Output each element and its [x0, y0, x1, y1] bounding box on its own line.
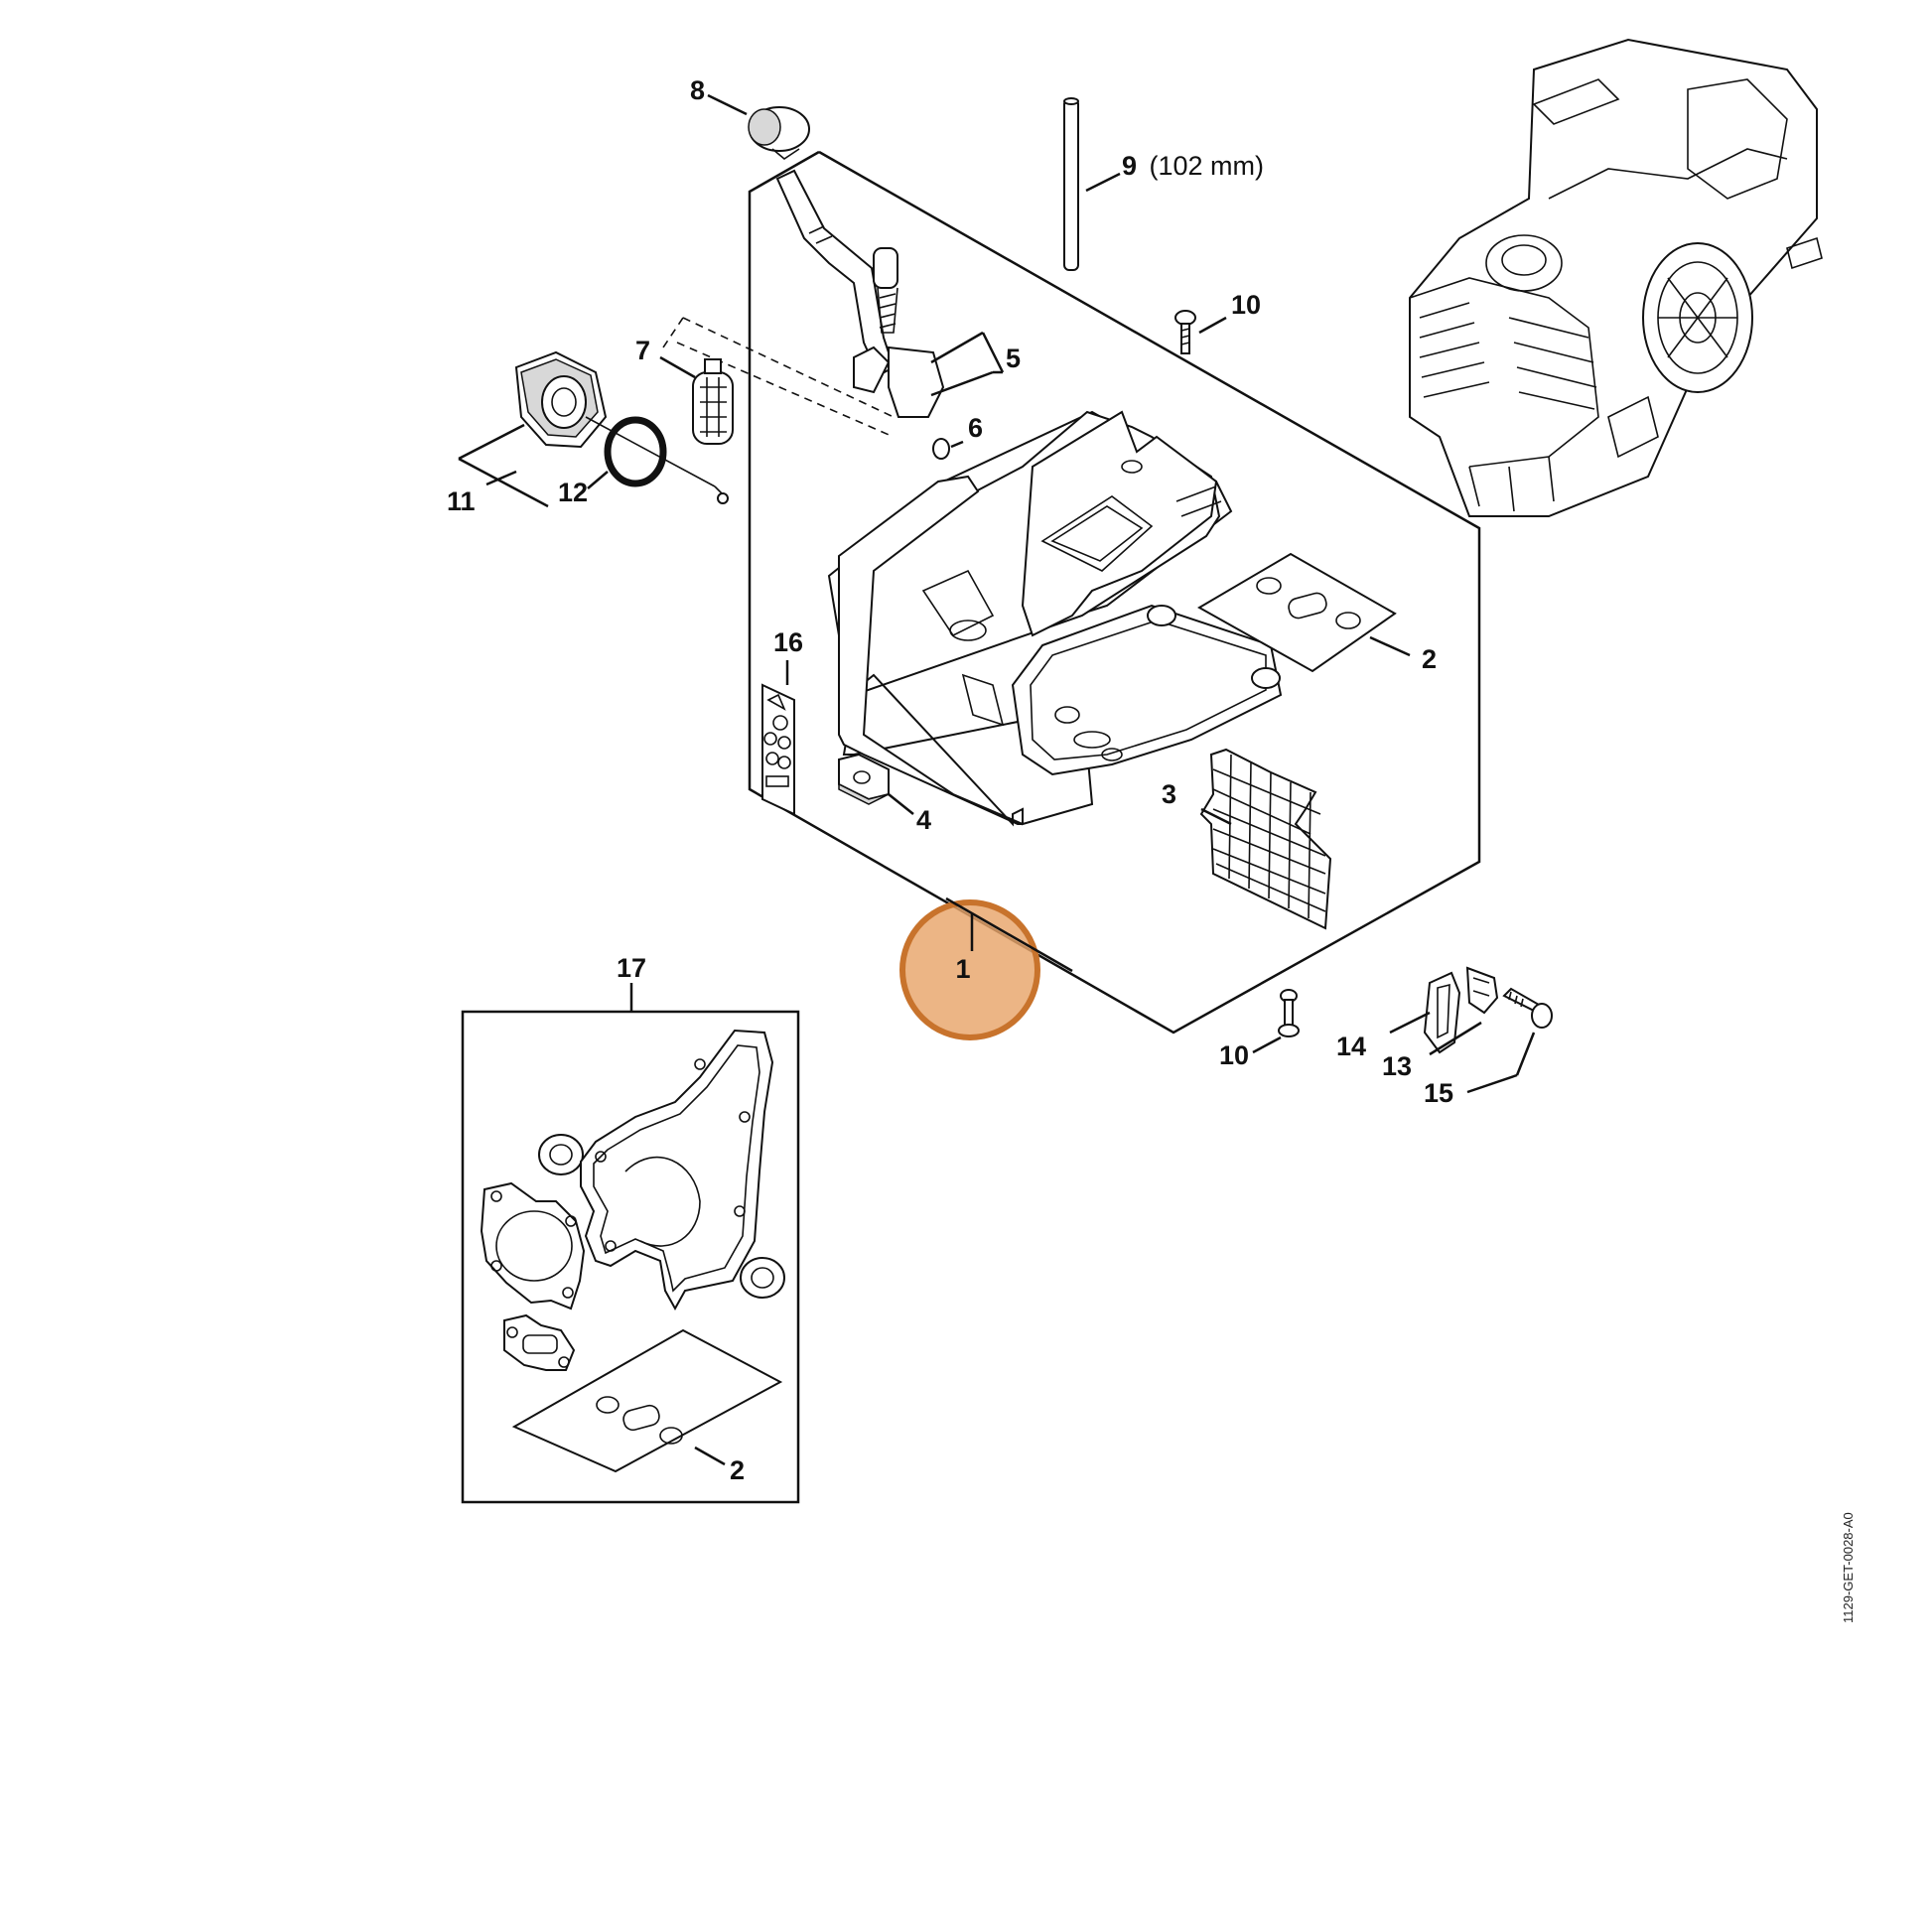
part-16-warning-label: [761, 660, 795, 816]
part-15-screw: [1466, 987, 1553, 1094]
part-labels: 1 2 2 3 4 5 6 7 8 9 (102 mm) 10 10 11 12…: [447, 75, 1856, 1623]
part-2-gasket-upper: [1196, 552, 1411, 673]
label-part-8: 8: [690, 75, 705, 105]
label-part-2-lower: 2: [730, 1455, 745, 1485]
label-part-4: 4: [916, 805, 931, 835]
part-9-hose: [1063, 97, 1121, 271]
part-17-gasket-set: [461, 983, 800, 1504]
document-id: 1129-GET-0028-A0: [1841, 1512, 1856, 1623]
part-7-fuel-filter: [659, 317, 895, 445]
part-13-clip: [1429, 966, 1499, 1056]
label-part-9: 9 (102 mm): [1122, 151, 1264, 181]
label-part-11: 11: [447, 486, 476, 516]
part-6-fitting: [932, 438, 964, 460]
label-part-6: 6: [968, 413, 983, 443]
label-part-12: 12: [558, 478, 588, 507]
part-4-plate: [838, 753, 914, 815]
crankcase-frame: [748, 150, 1481, 1035]
label-part-13: 13: [1382, 1051, 1412, 1081]
highlight-circle: [899, 897, 1073, 1040]
label-part-14: 14: [1336, 1032, 1366, 1061]
part-3-mesh-plate: [1199, 748, 1332, 930]
part-14-bracket: [1389, 971, 1461, 1054]
part-10-screw-lower: [1252, 989, 1300, 1054]
part-1-crankcase: [827, 410, 1283, 827]
part-11-oil-pump: [458, 350, 729, 508]
label-part-7: 7: [635, 336, 650, 365]
part-8-grommet: [707, 93, 810, 160]
label-part-10-lower: 10: [1219, 1040, 1249, 1070]
label-part-15: 15: [1424, 1078, 1453, 1108]
part-10-screw-upper: [1174, 310, 1227, 354]
label-part-1: 1: [955, 954, 970, 984]
label-part-17: 17: [617, 953, 646, 983]
label-part-16: 16: [773, 627, 803, 657]
label-part-10-upper: 10: [1231, 290, 1261, 320]
label-part-2-upper: 2: [1422, 644, 1437, 674]
engine-overview-illustration: [1409, 38, 1823, 517]
part-12-o-ring: [587, 416, 667, 489]
label-part-3: 3: [1162, 779, 1176, 809]
part-5-pickup-line: [775, 169, 1005, 418]
label-part-5: 5: [1006, 344, 1021, 373]
